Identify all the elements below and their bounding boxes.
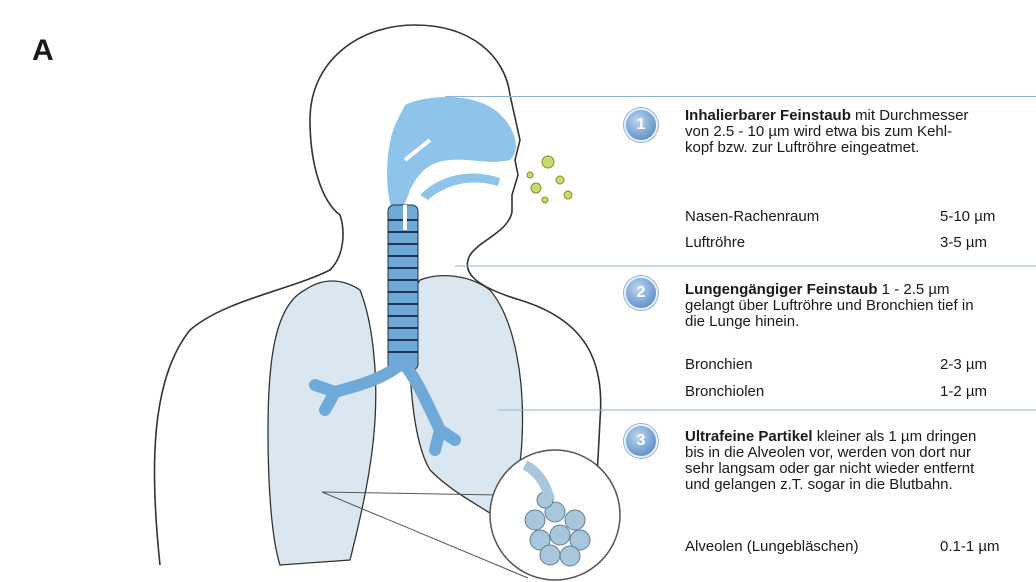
row-label: Bronchien	[685, 356, 753, 373]
row-label: Alveolen (Lungebläschen)	[685, 538, 858, 555]
section-3-line-4: und gelangen z.T. sogar in die Blutbahn.	[685, 476, 953, 493]
particles	[527, 156, 572, 203]
section-2-line-3: die Lunge hinein.	[685, 313, 799, 330]
row-value: 0.1-1 µm	[940, 538, 1000, 555]
section-1-text: Inhalierbarer Feinstaub mit Durchmesser …	[685, 108, 968, 156]
section-2-line-1: 1 - 2.5 µm	[878, 281, 950, 298]
row-value: 5-10 µm	[940, 208, 995, 225]
section-2-text: Lungengängiger Feinstaub 1 - 2.5 µm gela…	[685, 282, 974, 330]
section-1-line-2: von 2.5 - 10 µm wird etwa bis zum Kehl-	[685, 123, 952, 140]
row-value: 2-3 µm	[940, 356, 987, 373]
row-label: Luftröhre	[685, 234, 745, 251]
separator-1	[445, 96, 1036, 97]
left-lung	[268, 281, 376, 565]
row-label: Nasen-Rachenraum	[685, 208, 819, 225]
row-value: 1-2 µm	[940, 383, 987, 400]
nasal-cavity	[387, 97, 516, 211]
palate-arrow	[420, 173, 500, 200]
section-3-line-3: sehr langsam oder gar nicht wieder entfe…	[685, 460, 974, 477]
section-1-number: 1	[624, 108, 658, 142]
row-value: 3-5 µm	[940, 234, 987, 251]
section-2-line-2: gelangt über Luftröhre und Bronchien tie…	[685, 297, 974, 314]
section-1-line-1: mit Durchmesser	[851, 107, 969, 124]
section-1-line-3: kopf bzw. zur Luftröhre eingeatmet.	[685, 139, 919, 156]
section-1-heading: Inhalierbarer Feinstaub	[685, 107, 851, 124]
section-3-number: 3	[624, 424, 658, 458]
section-2-heading: Lungengängiger Feinstaub	[685, 281, 878, 298]
section-3-line-2: bis in die Alveolen vor, werden von dort…	[685, 444, 971, 461]
section-3-text: Ultrafeine Partikel kleiner als 1 µm dri…	[685, 429, 976, 493]
section-2-number: 2	[624, 276, 658, 310]
section-3-heading: Ultrafeine Partikel	[685, 428, 813, 445]
section-3-line-1: kleiner als 1 µm dringen	[813, 428, 977, 445]
row-label: Bronchiolen	[685, 383, 764, 400]
